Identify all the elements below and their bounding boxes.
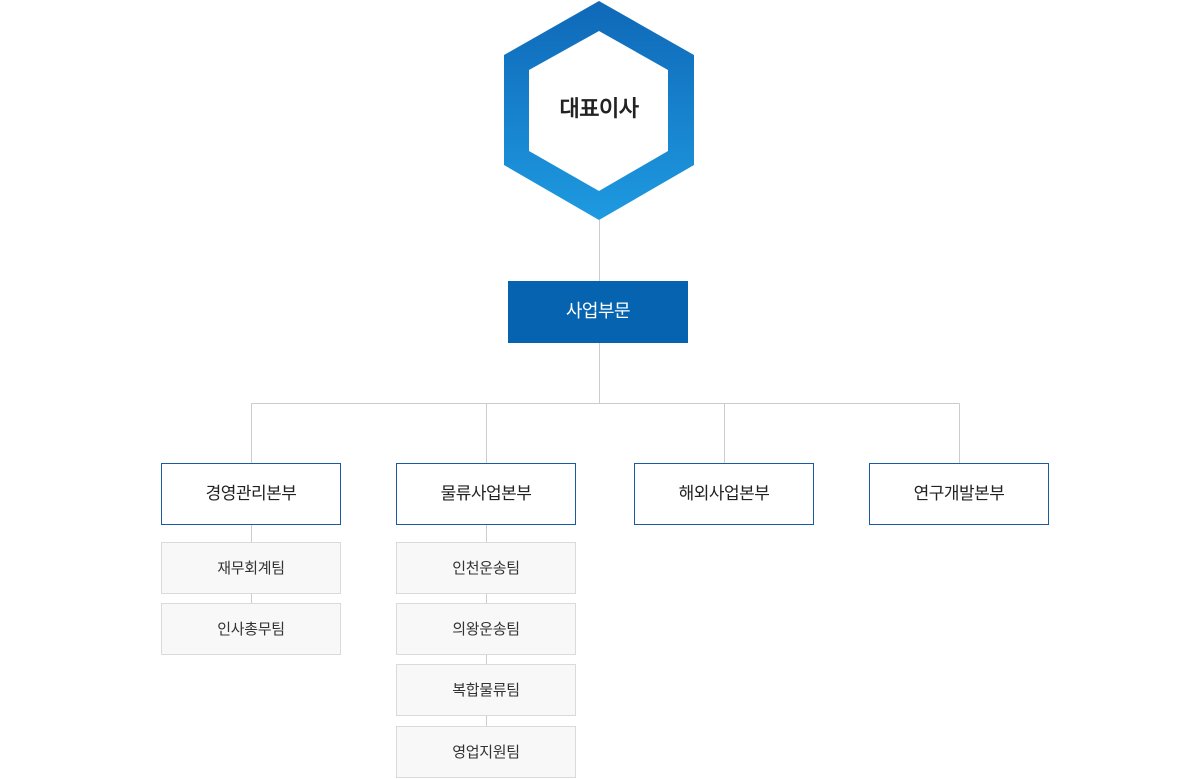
team-box: 재무회계팀 <box>161 542 341 594</box>
hq-box-overseas: 해외사업본부 <box>634 463 814 525</box>
hq-box-management: 경영관리본부 <box>161 463 341 525</box>
team-box: 복합물류팀 <box>396 664 576 716</box>
team-box: 영업지원팀 <box>396 726 576 778</box>
team-box: 의왕운송팀 <box>396 603 576 655</box>
division-box: 사업부문 <box>508 281 688 343</box>
team-box: 인사총무팀 <box>161 603 341 655</box>
team-box: 인천운송팀 <box>396 542 576 594</box>
hq-box-logistics: 물류사업본부 <box>396 463 576 525</box>
hq-box-rnd: 연구개발본부 <box>869 463 1049 525</box>
ceo-label: 대표이사 <box>559 97 639 122</box>
